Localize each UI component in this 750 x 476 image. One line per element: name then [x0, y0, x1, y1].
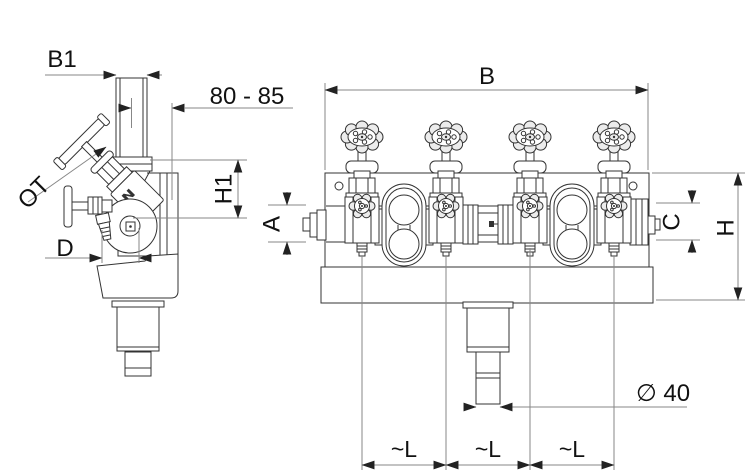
gauge-boss [102, 198, 158, 254]
mounting-plate-base [320, 266, 654, 304]
outlet-connection [462, 301, 514, 405]
side-view [53, 77, 179, 377]
mounting-hole-right [628, 181, 638, 191]
mounting-hole-left [334, 181, 344, 191]
vent-valve [63, 185, 113, 241]
plate-edge [159, 172, 179, 258]
dim-label-ot: OT [13, 171, 56, 214]
dim-label-c: C [659, 213, 686, 230]
dimension-labels: B1 80 - 85 OT H1 D B A C H ~L ~L ~L ∅ 40 [13, 46, 740, 462]
dim-label-l3: ~L [559, 436, 585, 462]
dim-label-a: A [259, 216, 286, 232]
dim-label-dia40: ∅ 40 [636, 380, 690, 407]
front-view [302, 121, 661, 405]
dim-label-b: B [479, 63, 495, 90]
maker-logo [121, 188, 136, 203]
dim-label-h: H [713, 219, 740, 236]
dim-label-l2: ~L [475, 436, 501, 462]
dim-label-l1: ~L [391, 436, 417, 462]
bracket-outlet [96, 253, 179, 377]
dim-label-h1: H1 [211, 174, 238, 205]
dim-label-80-85: 80 - 85 [210, 83, 285, 110]
dim-label-d: D [56, 235, 73, 262]
dim-label-b1: B1 [47, 46, 76, 73]
dimensions [27, 70, 745, 470]
pipe-spool [462, 204, 514, 245]
